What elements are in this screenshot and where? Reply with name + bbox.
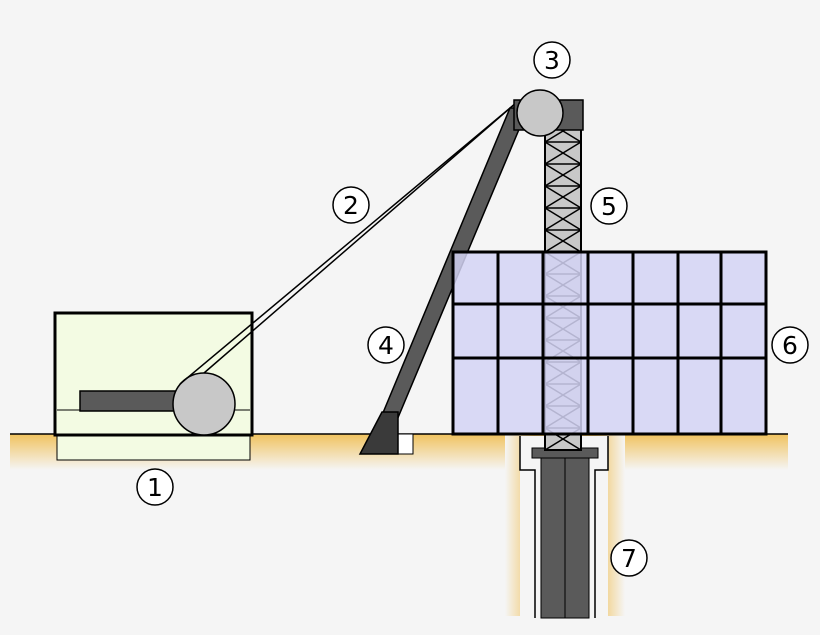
callout-borehole: 7 <box>610 539 648 577</box>
callout-pulley: 3 <box>533 41 571 79</box>
callout-number: 3 <box>544 46 560 75</box>
callout-circle <box>590 187 628 225</box>
callout-mast: 5 <box>590 187 628 225</box>
callout-boom: 4 <box>367 326 405 364</box>
callout-circle <box>136 468 174 506</box>
mast-brace <box>544 141 582 165</box>
pulley <box>516 89 564 137</box>
callout-circle <box>367 326 405 364</box>
callout-cable: 2 <box>332 186 370 224</box>
callout-circle <box>771 326 809 364</box>
borehole <box>505 434 625 619</box>
callout-number: 5 <box>601 192 617 221</box>
callout-number: 4 <box>378 331 394 360</box>
mast-brace <box>544 229 582 253</box>
callout-number: 1 <box>147 473 163 502</box>
callout-building: 6 <box>771 326 809 364</box>
mast-brace <box>544 163 582 187</box>
callout-number: 2 <box>343 191 359 220</box>
cable <box>179 102 517 385</box>
mast-brace <box>544 185 582 209</box>
mast-brace <box>544 207 582 231</box>
callout-circle <box>610 539 648 577</box>
callout-circle <box>533 41 571 79</box>
callout-circle <box>332 186 370 224</box>
building <box>451 250 768 436</box>
callout-winch: 1 <box>136 468 174 506</box>
callout-number: 6 <box>782 331 798 360</box>
callout-number: 7 <box>621 544 637 573</box>
